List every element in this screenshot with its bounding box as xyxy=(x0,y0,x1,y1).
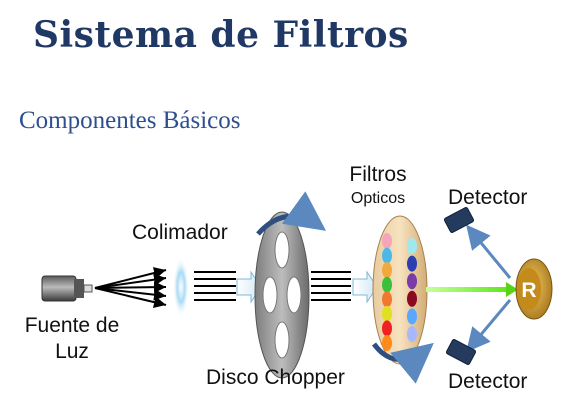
chopper-disk xyxy=(254,211,310,379)
filter-colors-left xyxy=(382,233,392,351)
beam-arrow-2 xyxy=(352,270,378,304)
filtered-light-arrow-icon xyxy=(506,282,518,297)
collimator-lens xyxy=(173,257,189,317)
filters-label-line1: Filtros xyxy=(349,163,407,186)
filter-colors-right xyxy=(407,238,417,342)
source-rays xyxy=(94,267,167,309)
optical-filter xyxy=(382,335,392,351)
filter-rotation-arrow-icon xyxy=(371,342,434,384)
detector-top-label: Detector xyxy=(448,186,528,209)
optical-filter xyxy=(382,262,392,279)
optical-filter xyxy=(407,290,417,307)
collimated-beam-2 xyxy=(311,271,351,301)
optical-filter xyxy=(382,276,392,293)
optical-filter xyxy=(407,326,417,342)
filtered-light-beam xyxy=(426,287,508,292)
detector-top-icon xyxy=(443,207,475,233)
light-source-label-line1: Fuente de xyxy=(24,314,120,337)
chopper-label: Disco Chopper xyxy=(206,366,345,389)
optical-filter xyxy=(407,273,417,290)
optical-filter xyxy=(382,233,392,249)
page-title: Sistema de Filtros xyxy=(33,14,409,56)
collimator-label: Colimador xyxy=(132,221,228,244)
optical-filter xyxy=(407,238,417,254)
detector-bottom-icon xyxy=(445,339,477,365)
reflected-ray-top xyxy=(466,224,512,279)
light-source xyxy=(41,275,93,302)
reflected-ray-bottom xyxy=(466,299,512,353)
collimated-beam-1 xyxy=(194,271,236,301)
filter-wheel xyxy=(372,215,428,365)
optical-filter xyxy=(407,308,417,325)
optical-filter xyxy=(382,320,392,337)
chopper-rotation-arrow-icon xyxy=(256,191,327,236)
optical-filter xyxy=(382,247,392,264)
reference-label: R xyxy=(521,279,536,302)
optical-filter xyxy=(407,255,417,272)
detector-bottom-label: Detector xyxy=(448,370,528,393)
light-source-label-line2: Luz xyxy=(55,340,89,363)
optical-filter xyxy=(382,291,392,308)
optical-filter xyxy=(382,305,392,322)
page-subtitle: Componentes Básicos xyxy=(19,107,241,134)
reference-detector: R xyxy=(515,258,553,320)
filters-label-line2: Opticos xyxy=(350,190,406,207)
